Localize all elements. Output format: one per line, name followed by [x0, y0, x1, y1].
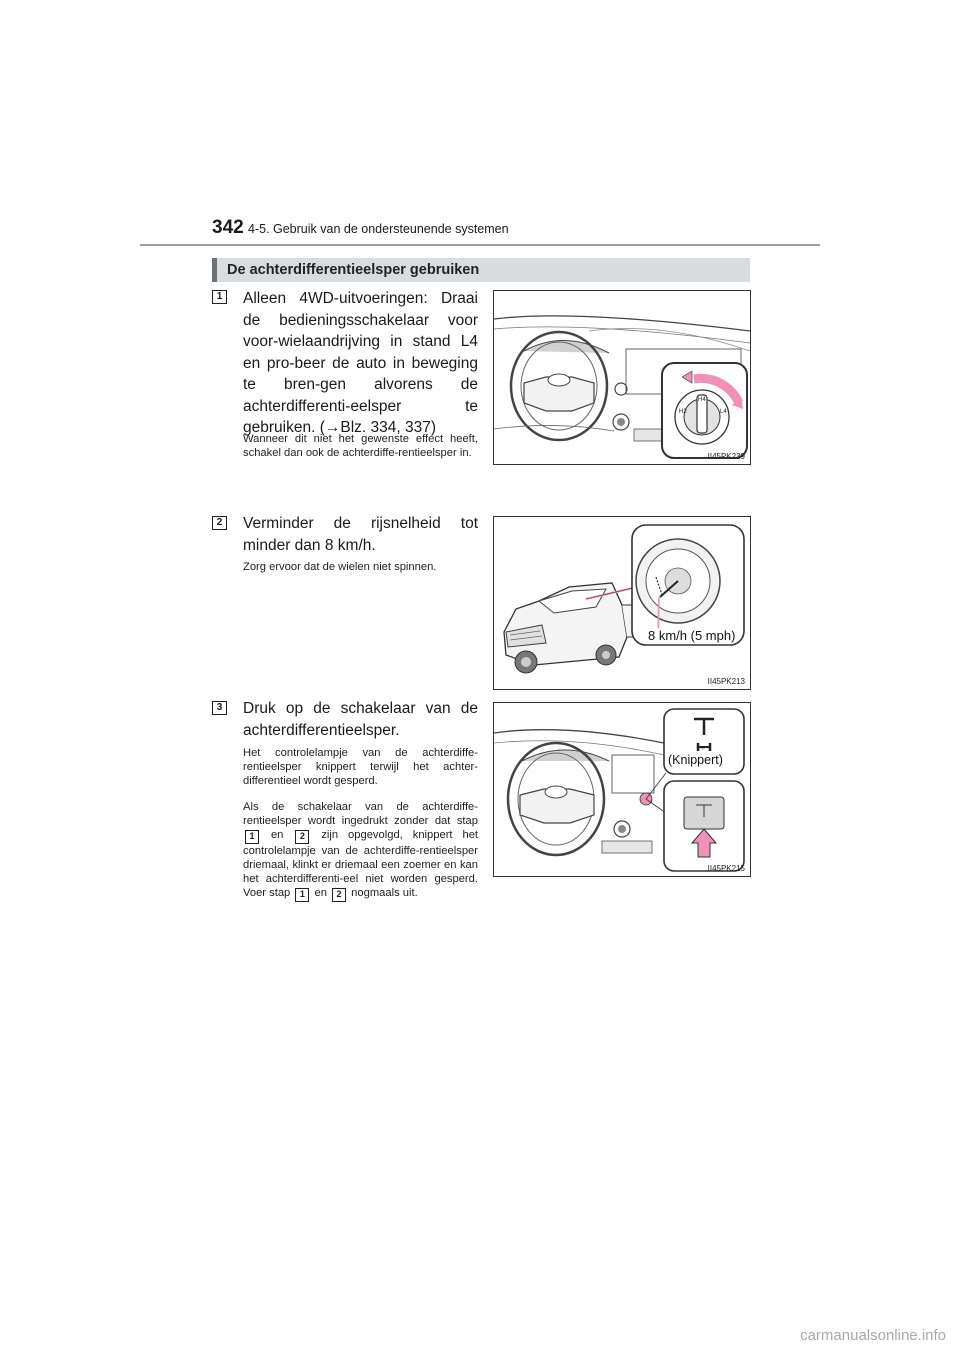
- step-number-1: 1: [212, 290, 227, 304]
- step-ref-1: 1: [245, 830, 259, 844]
- step-3-warning: Als de schakelaar van de achterdiffe-ren…: [243, 800, 478, 902]
- header-divider: [140, 244, 820, 246]
- watermark: carmanualsonline.info: [800, 1327, 946, 1344]
- illustration-lock-switch: × (Knippert) II45PK215: [493, 702, 751, 877]
- page-number: 342: [212, 217, 244, 238]
- step-2-note: Zorg ervoor dat de wielen niet spinnen.: [243, 561, 437, 573]
- step-ref-2b: 2: [332, 888, 347, 902]
- step-1-text: Alleen 4WD-uitvoeringen: Draai de bedien…: [243, 290, 478, 436]
- image-code-2: II45PK213: [707, 677, 745, 686]
- illustration-speedometer: 8 km/h (5 mph) II45PK213: [493, 516, 751, 690]
- truck-speedometer-illustration: [503, 524, 745, 674]
- speed-label: 8 km/h (5 mph): [647, 628, 737, 643]
- selector-label-l4: L4: [720, 409, 727, 415]
- step-ref-1b: 1: [295, 888, 310, 902]
- section-title: De achterdifferentieelsper gebruiken: [227, 262, 480, 278]
- section-heading: De achterdifferentieelsper gebruiken: [212, 258, 750, 282]
- chapter-title: 4-5. Gebruik van de ondersteunende syste…: [248, 222, 509, 236]
- step-3-text: Druk op de schakelaar van de achterdiffe…: [243, 700, 478, 739]
- step-ref-2: 2: [295, 830, 310, 844]
- selector-label-h4: H4: [698, 397, 706, 403]
- step-2-text: Verminder de rijsnelheid tot minder dan …: [243, 515, 478, 554]
- selector-label-h2: H2: [679, 409, 687, 415]
- step-1-note: Wanneer dit niet het gewenste effect hee…: [243, 433, 478, 459]
- dashboard-selector-illustration: H2 H4 L4: [494, 315, 750, 459]
- blink-label: (Knippert): [668, 753, 723, 767]
- step-3-note: Het controlelampje van de achterdiffe-re…: [243, 747, 478, 787]
- step-number-2: 2: [212, 516, 227, 530]
- svg-text:×: ×: [701, 745, 705, 752]
- dashboard-lock-switch-illustration: ×: [494, 708, 745, 872]
- image-code-3: II45PK215: [707, 864, 745, 873]
- image-code-1: II45PK239: [707, 452, 745, 461]
- step-number-3: 3: [212, 701, 227, 715]
- illustration-selector-switch: H2 H4 L4 II45PK239: [493, 290, 751, 465]
